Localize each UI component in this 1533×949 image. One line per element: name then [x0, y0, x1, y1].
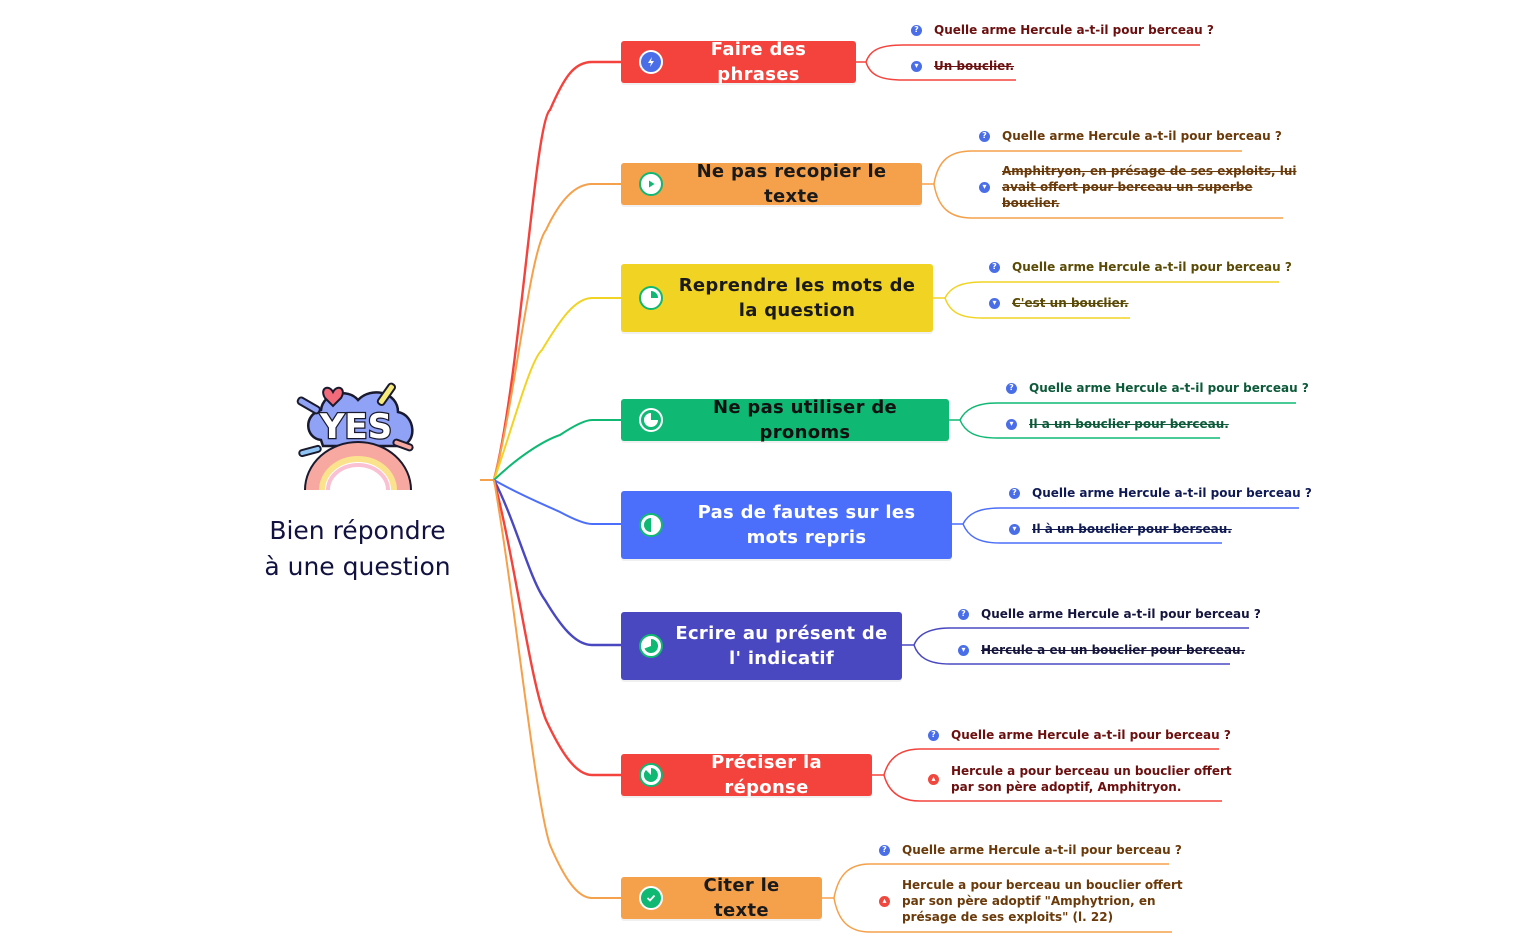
yes-text: YES: [318, 407, 391, 447]
leaf-question[interactable]: ? Quelle arme Hercule a-t-il pour bercea…: [958, 606, 1261, 622]
branch-ne-pas-utiliser-pronoms[interactable]: Ne pas utiliser de pronoms: [621, 397, 949, 443]
question-icon: ?: [1006, 382, 1017, 394]
thumbs-up-icon: ▴: [928, 773, 939, 785]
branch-label: Ne pas recopier le texte: [696, 161, 887, 207]
branch-reprendre-les-mots[interactable]: Reprendre les mots de la question: [621, 264, 933, 332]
question-icon: ?: [911, 24, 922, 36]
branch-citer-le-texte[interactable]: Citer le texte: [621, 875, 822, 921]
thumbs-down-icon: ▾: [989, 297, 1000, 309]
progress-almost-full-icon: [639, 634, 663, 658]
question-icon: ?: [989, 261, 1000, 273]
branch-ecrire-au-present[interactable]: Ecrire au présent de l' indicatif: [621, 612, 902, 680]
leaf-answer[interactable]: ▾ Hercule a eu un bouclier pour berceau.: [958, 642, 1245, 658]
branch-label: Reprendre les mots de la question: [678, 275, 916, 321]
branch-faire-des-phrases[interactable]: Faire des phrases: [621, 39, 856, 85]
question-icon: ?: [879, 844, 890, 856]
leaf-question[interactable]: ? Quelle arme Hercule a-t-il pour bercea…: [928, 727, 1231, 743]
branch-pas-de-fautes[interactable]: Pas de fautes sur les mots repris: [621, 491, 952, 559]
progress-nearly-full-icon: [639, 763, 663, 787]
question-icon: ?: [1009, 487, 1020, 499]
progress-quarter-icon: [639, 286, 663, 310]
leaf-answer[interactable]: ▾ C'est un bouclier.: [989, 295, 1129, 311]
thumbs-down-icon: ▾: [958, 644, 969, 656]
play-icon: [639, 172, 663, 196]
branch-label: Citer le texte: [703, 875, 780, 921]
leaf-question[interactable]: ? Quelle arme Hercule a-t-il pour bercea…: [1009, 485, 1312, 501]
branch-label: Ne pas utiliser de pronoms: [712, 397, 898, 443]
branch-label: Ecrire au présent de l' indicatif: [675, 623, 888, 669]
leaf-answer[interactable]: ▾ Il à un bouclier pour berseau.: [1009, 521, 1232, 537]
check-circle-icon: [639, 886, 663, 910]
progress-half-icon: [639, 513, 663, 537]
leaf-answer[interactable]: ▴ Hercule a pour berceau un bouclier off…: [879, 877, 1183, 925]
branch-label: Préciser la réponse: [711, 752, 822, 798]
thumbs-up-icon: ▴: [879, 895, 890, 907]
leaf-question[interactable]: ? Quelle arme Hercule a-t-il pour bercea…: [979, 128, 1282, 144]
thumbs-down-icon: ▾: [911, 60, 922, 72]
leaf-question[interactable]: ? Quelle arme Hercule a-t-il pour bercea…: [879, 842, 1182, 858]
root-title-line1: Bien répondre: [269, 516, 446, 545]
leaf-answer[interactable]: ▾ Il a un bouclier pour berceau.: [1006, 416, 1229, 432]
branch-label: Faire des phrases: [710, 39, 807, 85]
branch-ne-pas-recopier[interactable]: Ne pas recopier le texte: [621, 161, 922, 207]
leaf-question[interactable]: ? Quelle arme Hercule a-t-il pour bercea…: [911, 22, 1214, 38]
root-title: Bien répondre à une question: [255, 513, 460, 585]
question-icon: ?: [979, 130, 990, 142]
lightning-icon: [639, 50, 663, 74]
progress-three-quarter-icon: [639, 408, 663, 432]
question-icon: ?: [928, 729, 939, 741]
leaf-question[interactable]: ? Quelle arme Hercule a-t-il pour bercea…: [989, 259, 1292, 275]
branch-label: Pas de fautes sur les mots repris: [697, 502, 916, 548]
thumbs-down-icon: ▾: [1006, 418, 1017, 430]
question-icon: ?: [958, 608, 969, 620]
branch-preciser-la-reponse[interactable]: Préciser la réponse: [621, 752, 872, 798]
thumbs-down-icon: ▾: [979, 181, 990, 193]
root-topic[interactable]: YES Bien répondre à une question: [255, 380, 460, 585]
root-title-line2: à une question: [264, 552, 451, 581]
leaf-answer[interactable]: ▾ Un bouclier.: [911, 58, 1014, 74]
leaf-answer[interactable]: ▾ Amphitryon, en présage de ses exploits…: [979, 163, 1297, 211]
yes-rainbow-illustration: YES: [293, 380, 423, 495]
leaf-question[interactable]: ? Quelle arme Hercule a-t-il pour bercea…: [1006, 380, 1309, 396]
thumbs-down-icon: ▾: [1009, 523, 1020, 535]
leaf-answer[interactable]: ▴ Hercule a pour berceau un bouclier off…: [928, 763, 1232, 795]
